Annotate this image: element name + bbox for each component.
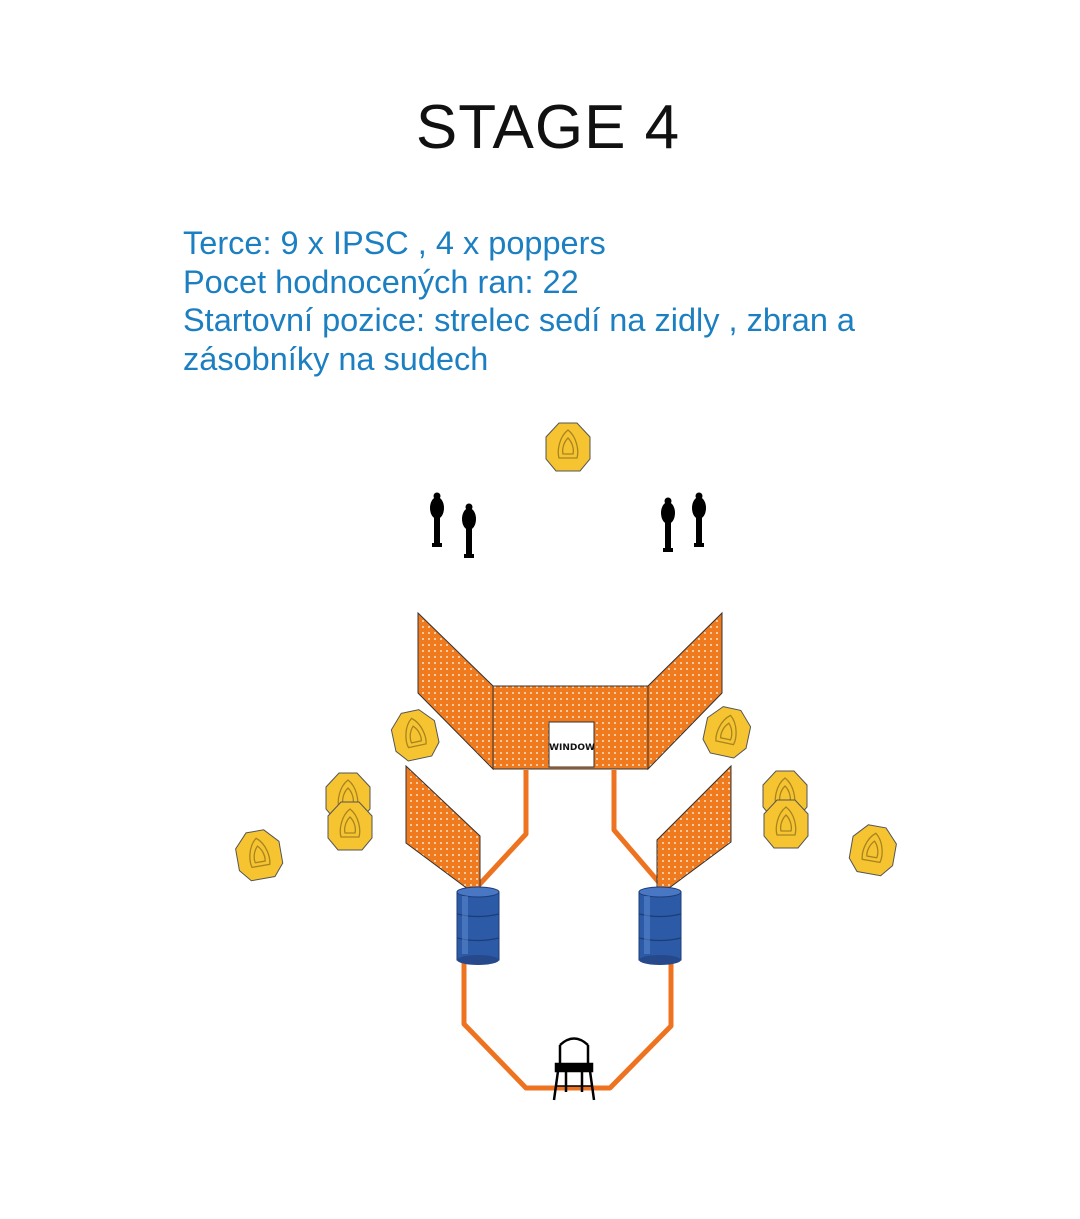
popper-4	[692, 492, 706, 547]
ipsc-target-right-3	[763, 799, 809, 849]
wall-lower-right	[656, 764, 732, 898]
info-line-start-2: zásobníky na sudech	[183, 340, 489, 377]
info-line-targets: Terce: 9 x IPSC , 4 x poppers	[183, 225, 606, 261]
poppers	[430, 492, 706, 558]
chair-icon	[552, 1037, 596, 1101]
barrel-left	[456, 886, 500, 966]
stage-info: Terce: 9 x IPSC , 4 x poppers Pocet hodn…	[183, 224, 943, 378]
path-lower	[461, 961, 674, 1091]
page-title: STAGE 4	[415, 93, 681, 162]
popper-2	[462, 503, 476, 558]
ipsc-target-left-4	[232, 826, 286, 884]
ipsc-target-left-3	[327, 801, 373, 851]
barrel-right	[638, 886, 682, 966]
window-label: WINDOW	[549, 743, 595, 753]
barrels	[456, 886, 682, 966]
popper-3	[661, 497, 675, 552]
ipsc-targets	[232, 422, 900, 884]
wall-upper-right	[647, 611, 723, 771]
ipsc-target-top	[545, 422, 591, 472]
ipsc-target-right-4	[846, 821, 900, 879]
info-line-shots: Pocet hodnocených ran: 22	[183, 263, 579, 300]
path-right-upper	[611, 770, 664, 888]
popper-1	[430, 492, 444, 547]
path-left-upper	[476, 770, 529, 888]
window: WINDOW	[548, 721, 595, 768]
wall-lower-left	[405, 764, 481, 899]
ipsc-target-left-1	[387, 706, 443, 764]
info-line-start-1: Startovní pozice: strelec sedí na zidly …	[183, 302, 855, 338]
ipsc-target-right-1	[699, 703, 755, 761]
shooter-path	[461, 770, 674, 1091]
